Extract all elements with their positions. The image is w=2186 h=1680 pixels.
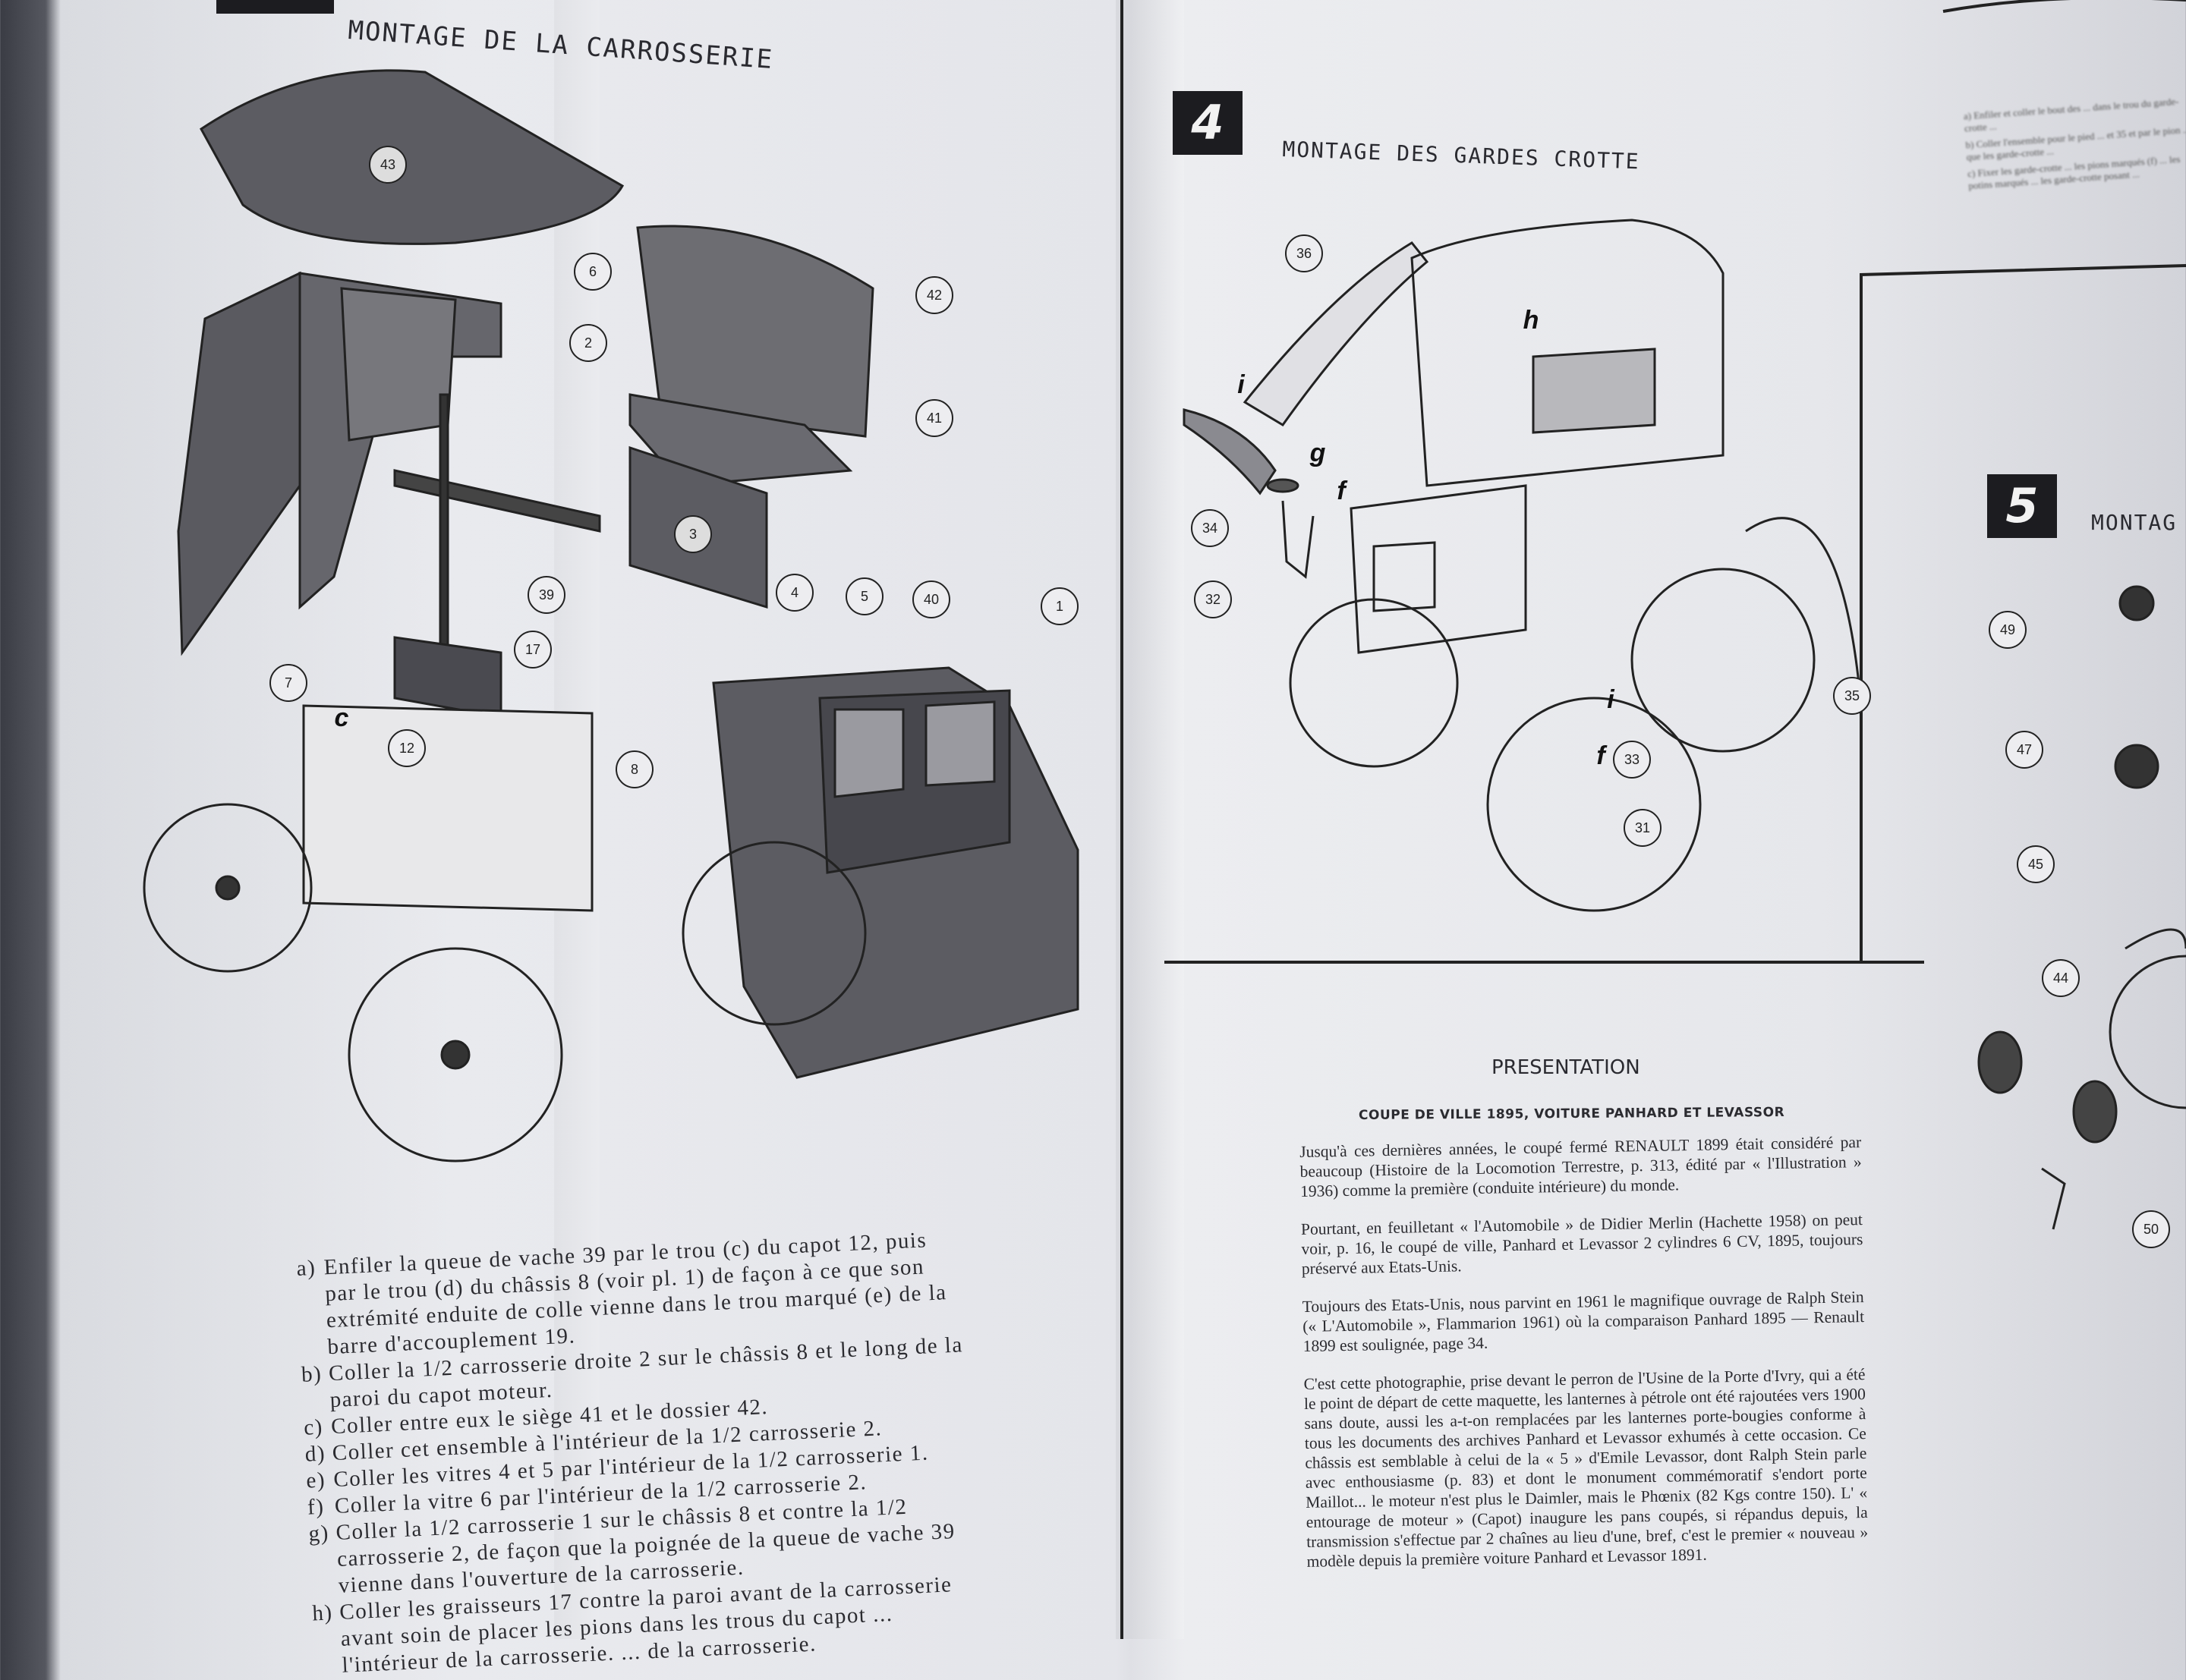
roof-part [200, 69, 625, 245]
part-label: 44 [2042, 959, 2080, 997]
instruction-letter: f) [307, 1494, 326, 1520]
svg-text:45: 45 [2028, 857, 2043, 872]
svg-text:1: 1 [1056, 599, 1063, 614]
paragraph: Pourtant, en feuilletant « l'Automobile … [1300, 1210, 1863, 1278]
part-label: 4 [776, 574, 814, 612]
svg-text:5: 5 [861, 589, 868, 604]
carrosserie-diagram [143, 69, 1079, 1162]
step5-frame [1860, 264, 2186, 962]
part-label: 17 [514, 631, 552, 669]
hole-letter: g [1309, 439, 1326, 467]
part-label: 2 [569, 324, 607, 362]
tiller-39 [439, 393, 449, 669]
instruction-letter: h) [311, 1600, 334, 1626]
hole-letter: c [335, 703, 349, 732]
part-label: 42 [915, 276, 953, 314]
presentation-subtitle: COUPE DE VILLE 1895, VOITURE PANHARD ET … [1358, 1105, 1785, 1123]
instruction-letter: b) [301, 1361, 323, 1387]
hole-letter: f [1596, 741, 1608, 770]
svg-text:31: 31 [1635, 820, 1650, 835]
chassis-8 [302, 704, 594, 912]
step5-number: 5 [1987, 474, 2057, 538]
hole-letter: h [1523, 306, 1539, 335]
seat-41 [628, 393, 853, 487]
paragraph: Jusqu'à ces dernières années, le coupé f… [1299, 1133, 1862, 1200]
part-label: 39 [528, 576, 565, 614]
svg-text:43: 43 [380, 157, 395, 172]
window-6 [340, 287, 457, 442]
gardes-crotte-diagram [1183, 219, 1861, 912]
part-label: 8 [616, 750, 654, 788]
part-label: 7 [269, 664, 307, 702]
assembly-instructions: a)Enfiler la queue de vache 39 par le tr… [296, 1225, 982, 1680]
assembly-drawings: 43 6 2 42 41 3 39 17 4 5 40 1 7 12 8 c 3… [143, 0, 2186, 1639]
part-label: 12 [388, 729, 426, 767]
part-label: 41 [915, 399, 953, 437]
paragraph: C'est cette photographie, prise devant l… [1303, 1365, 1869, 1571]
instruction-letter: g) [307, 1521, 330, 1546]
part-label: 34 [1191, 509, 1229, 547]
part-label: 50 [2132, 1210, 2170, 1248]
part-label: 35 [1833, 677, 1871, 715]
svg-text:17: 17 [525, 642, 540, 657]
top-frame [1942, 0, 2186, 13]
svg-text:8: 8 [631, 762, 638, 777]
instruction-letter: e) [305, 1468, 326, 1493]
body-half-right [177, 271, 301, 656]
part-label: 45 [2017, 845, 2055, 883]
svg-text:39: 39 [539, 587, 554, 602]
svg-text:44: 44 [2053, 971, 2068, 986]
svg-text:2: 2 [584, 335, 592, 351]
part-label: 5 [846, 577, 884, 615]
svg-text:35: 35 [1844, 688, 1860, 703]
step5-diagram [1977, 585, 2186, 1230]
part-label: 36 [1285, 234, 1323, 272]
part-label: 1 [1041, 587, 1079, 625]
svg-text:49: 49 [2000, 622, 2015, 637]
seat-back-42 [636, 225, 874, 438]
svg-text:42: 42 [927, 288, 942, 303]
hole-letter: i [1607, 685, 1615, 714]
svg-text:50: 50 [2143, 1222, 2159, 1237]
paragraph: Toujours des Etats-Unis, nous parvint en… [1302, 1288, 1865, 1355]
part-label: 40 [912, 580, 950, 618]
instruction-letter: d) [304, 1441, 326, 1467]
part-label: 31 [1624, 809, 1662, 847]
svg-text:7: 7 [285, 675, 292, 691]
step3-number-box [216, 0, 334, 14]
part-label: 47 [2005, 731, 2043, 769]
lubricators-17 [393, 636, 502, 719]
svg-text:3: 3 [689, 527, 697, 542]
step5-part-labels: 49 47 45 44 50 [1989, 611, 2170, 1248]
part-label: 33 [1613, 741, 1651, 779]
svg-text:40: 40 [924, 592, 939, 607]
step3-part-labels: 43 6 2 42 41 3 39 17 4 5 40 1 7 12 8 c [269, 146, 1079, 788]
svg-text:33: 33 [1624, 752, 1640, 767]
part-label: 3 [674, 515, 712, 553]
svg-text:6: 6 [589, 264, 597, 279]
step5-side-note: a) Enfiler et coller le bout des ... dan… [1963, 95, 2186, 197]
svg-text:47: 47 [2017, 742, 2032, 757]
step4-part-labels: 36 34 32 35 33 31 h i g f i f [1191, 234, 1871, 847]
step5-title: MONTAG [2091, 510, 2178, 535]
svg-text:34: 34 [1202, 521, 1217, 536]
hole-letter: f [1337, 477, 1348, 505]
svg-text:41: 41 [927, 411, 942, 426]
hole-letter: i [1237, 370, 1246, 399]
part-label: 43 [369, 146, 407, 184]
part-label: 49 [1989, 611, 2027, 649]
svg-text:32: 32 [1205, 592, 1221, 607]
instruction-letter: c) [303, 1414, 324, 1440]
part-label: 32 [1194, 580, 1232, 618]
presentation-heading: PRESENTATION [1491, 1056, 1640, 1079]
svg-text:4: 4 [791, 585, 798, 600]
part-label: 6 [574, 253, 612, 291]
presentation-text: Jusqu'à ces dernières années, le coupé f… [1299, 1132, 1869, 1590]
svg-text:36: 36 [1296, 246, 1312, 261]
step4-number: 4 [1173, 91, 1243, 155]
svg-text:12: 12 [399, 741, 414, 756]
